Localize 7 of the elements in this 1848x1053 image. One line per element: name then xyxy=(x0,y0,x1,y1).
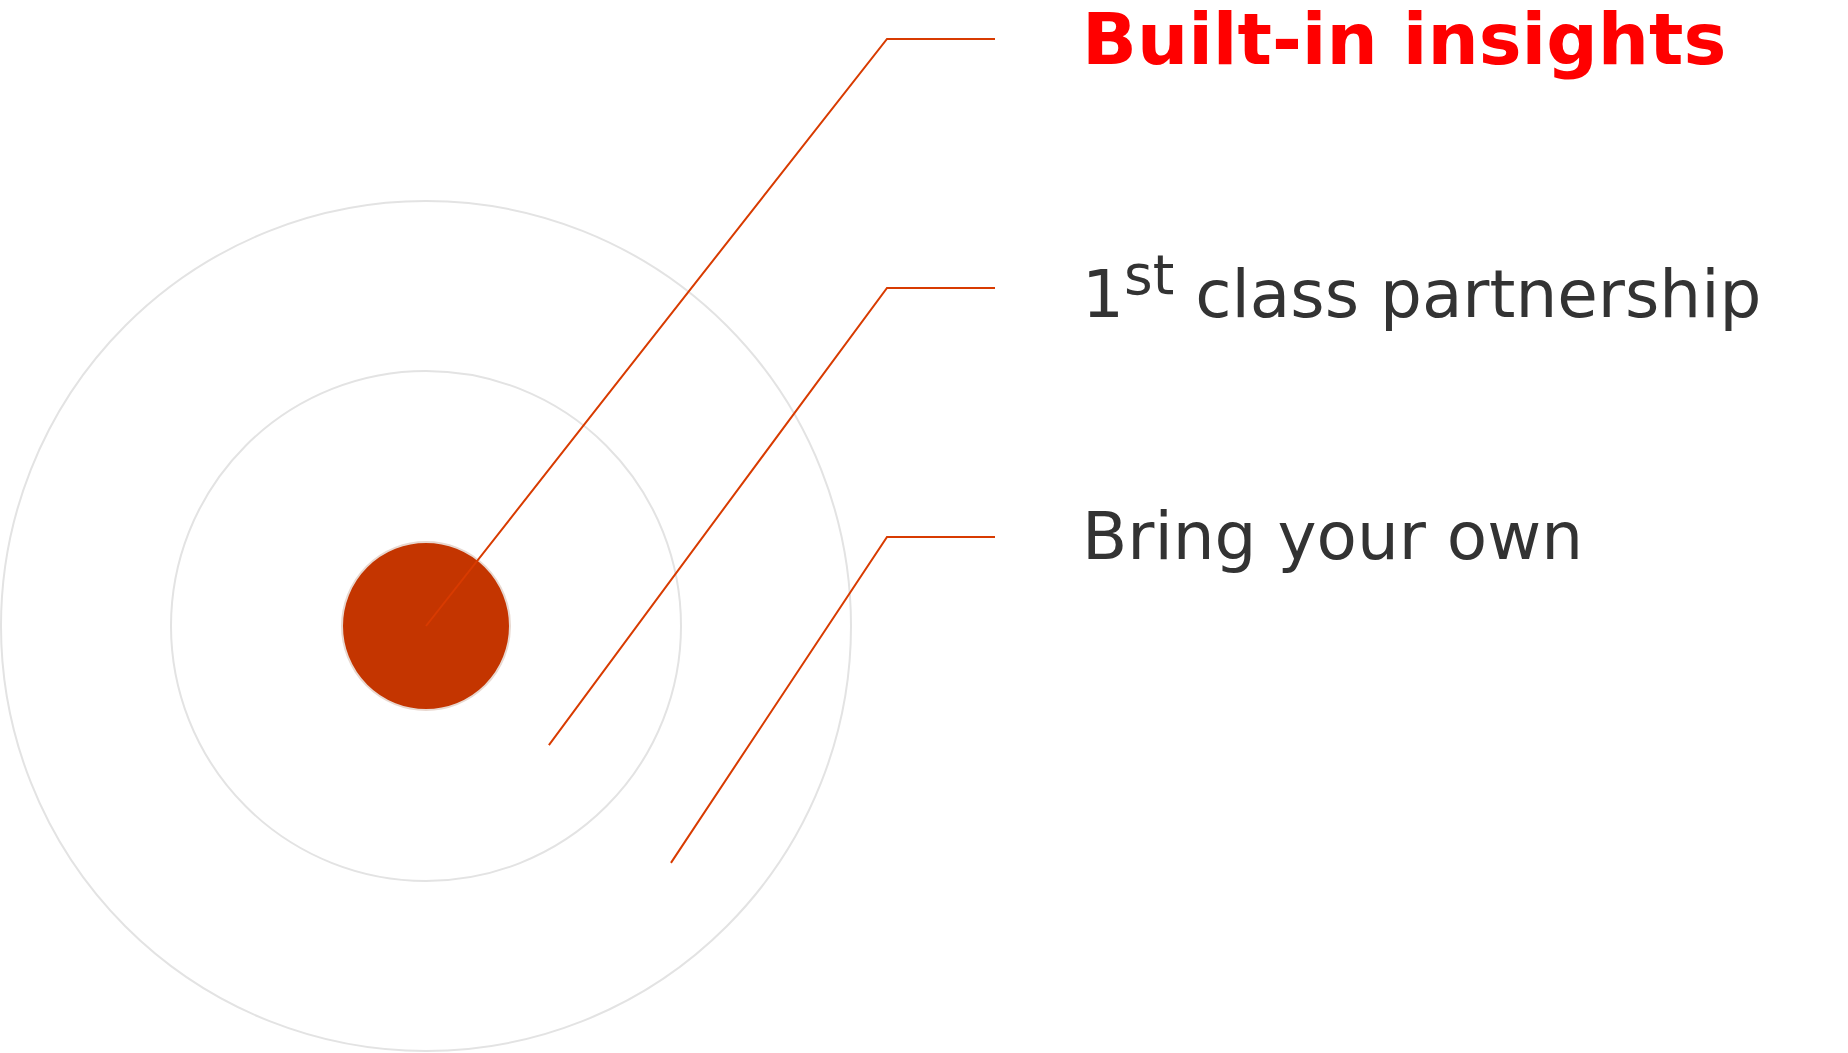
heading-label: Built-in insights xyxy=(995,0,1727,83)
item-label: Bring your own xyxy=(995,497,1584,577)
leader-line xyxy=(669,536,996,864)
leader-line xyxy=(547,287,996,747)
middle-ring xyxy=(170,370,682,882)
item-label: 1$^{st}$ class partnership xyxy=(995,241,1762,335)
leader-line xyxy=(425,38,996,627)
